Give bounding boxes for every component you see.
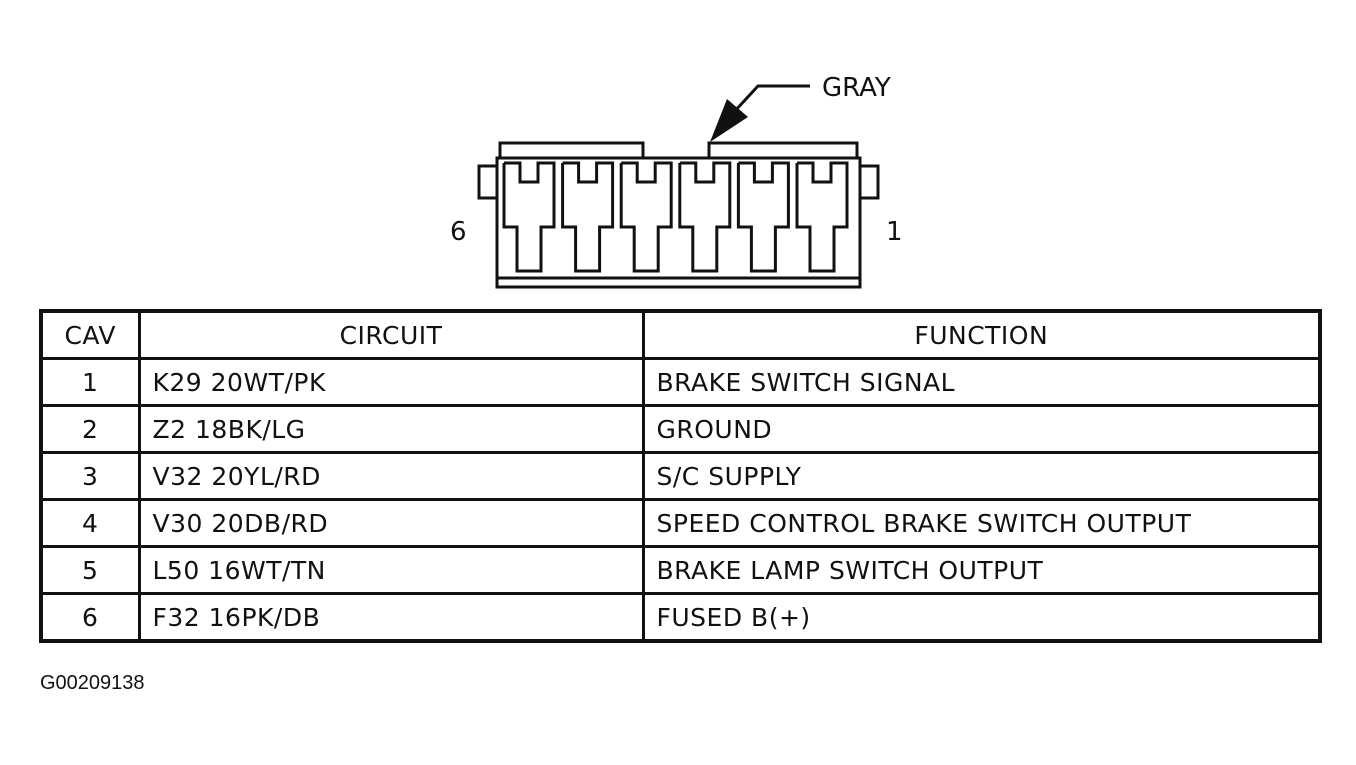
circuit-cell: K29 20WT/PK	[137, 357, 645, 407]
table-header-row: CAV CIRCUIT FUNCTION	[39, 309, 1322, 360]
figure-id: G00209138	[40, 672, 145, 694]
terminal-cavity	[561, 161, 615, 273]
table-row: 3 V32 20YL/RD S/C SUPPLY	[39, 451, 1322, 501]
function-cell: S/C SUPPLY	[641, 451, 1322, 501]
terminal-cavity	[736, 161, 790, 273]
table-row: 2 Z2 18BK/LG GROUND	[39, 404, 1322, 454]
circuit-cell: Z2 18BK/LG	[137, 404, 645, 454]
connector-color-label: GRAY	[822, 73, 891, 103]
circuit-cell: F32 16PK/DB	[137, 592, 645, 643]
circuit-cell: V32 20YL/RD	[137, 451, 645, 501]
pins-group	[502, 161, 849, 273]
terminal-cavity	[678, 161, 732, 273]
table-row: 5 L50 16WT/TN BRAKE LAMP SWITCH OUTPUT	[39, 545, 1322, 595]
terminal-cavity	[619, 161, 673, 273]
header-function: FUNCTION	[641, 309, 1322, 360]
function-cell: FUSED B(+)	[641, 592, 1322, 643]
table-row: 1 K29 20WT/PK BRAKE SWITCH SIGNAL	[39, 357, 1322, 407]
function-cell: BRAKE LAMP SWITCH OUTPUT	[641, 545, 1322, 595]
pin-label-right: 1	[886, 217, 903, 247]
cav-cell: 4	[39, 498, 141, 548]
function-cell: BRAKE SWITCH SIGNAL	[641, 357, 1322, 407]
circuit-cell: L50 16WT/TN	[137, 545, 645, 595]
circuit-cell: V30 20DB/RD	[137, 498, 645, 548]
connector-diagram: GRAY 6 1	[450, 73, 903, 289]
table-row: 4 V30 20DB/RD SPEED CONTROL BRAKE SWITCH…	[39, 498, 1322, 548]
connector-outline	[477, 141, 880, 289]
terminal-cavity	[795, 161, 849, 273]
terminal-cavity	[502, 161, 556, 273]
header-cav: CAV	[39, 309, 141, 360]
cav-cell: 3	[39, 451, 141, 501]
cav-cell: 5	[39, 545, 141, 595]
cav-cell: 2	[39, 404, 141, 454]
color-callout-arrow	[710, 84, 810, 142]
header-circuit: CIRCUIT	[137, 309, 645, 360]
function-cell: GROUND	[641, 404, 1322, 454]
cav-cell: 6	[39, 592, 141, 643]
table-row: 6 F32 16PK/DB FUSED B(+)	[39, 592, 1322, 643]
pinout-table: CAV CIRCUIT FUNCTION 1 K29 20WT/PK BRAKE…	[39, 309, 1322, 643]
function-cell: SPEED CONTROL BRAKE SWITCH OUTPUT	[641, 498, 1322, 548]
cav-cell: 1	[39, 357, 141, 407]
pin-label-left: 6	[450, 217, 467, 247]
